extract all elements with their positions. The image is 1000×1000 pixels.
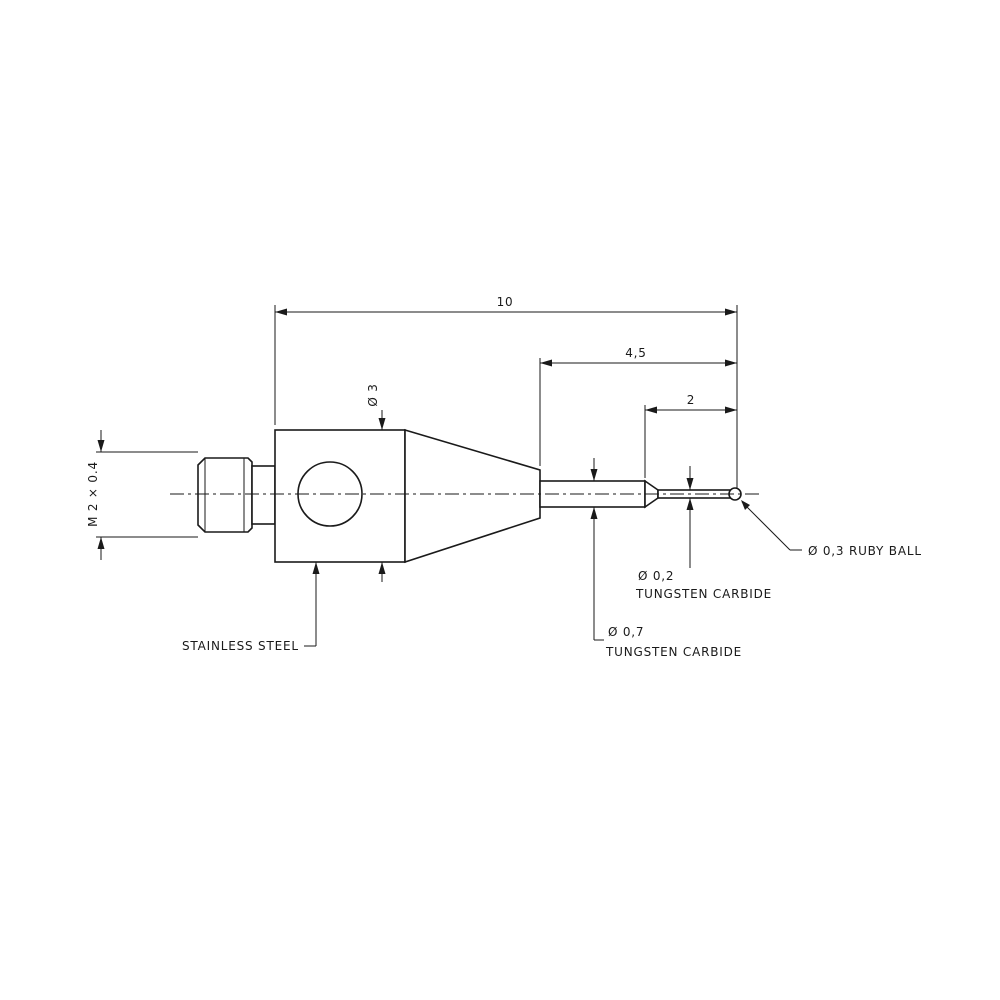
taper-section [404,428,541,564]
thread-label: M 2 × 0.4 [86,461,100,527]
callout-stem: Ø 0,2 TUNGSTEN CARBIDE [635,569,772,601]
callout-ruby-ball: Ø 0,3 RUBY BALL [741,500,922,558]
shaft-diameter-label: Ø 0,7 [608,625,644,639]
shaft-material-label: TUNGSTEN CARBIDE [605,645,742,659]
stem-diameter-label: Ø 0,2 [638,569,674,583]
dimension-body-diameter: Ø 3 [366,383,386,582]
threaded-section [197,457,276,533]
stylus-part [170,428,760,564]
callout-shaft: Ø 0,7 TUNGSTEN CARBIDE [594,625,742,659]
dimension-tip-length: 4,5 [539,346,737,466]
dimension-thread: M 2 × 0.4 [86,430,198,560]
ruby-ball-label: Ø 0,3 RUBY BALL [808,544,922,558]
body-material-label: STAINLESS STEEL [182,639,299,653]
dimension-stem-length: 2 [644,393,737,478]
stem-diameter-arrows [686,466,694,568]
stem-material-label: TUNGSTEN CARBIDE [635,587,772,601]
overall-length-label: 10 [497,295,514,309]
tip-length-label: 4,5 [625,346,646,360]
stem [657,489,731,499]
callout-body-material: STAINLESS STEEL [182,562,320,653]
shaft-diameter-arrows [590,458,598,640]
stem-length-label: 2 [687,393,695,407]
dimension-overall-length: 10 [274,295,738,488]
body-diameter-label: Ø 3 [366,383,380,406]
